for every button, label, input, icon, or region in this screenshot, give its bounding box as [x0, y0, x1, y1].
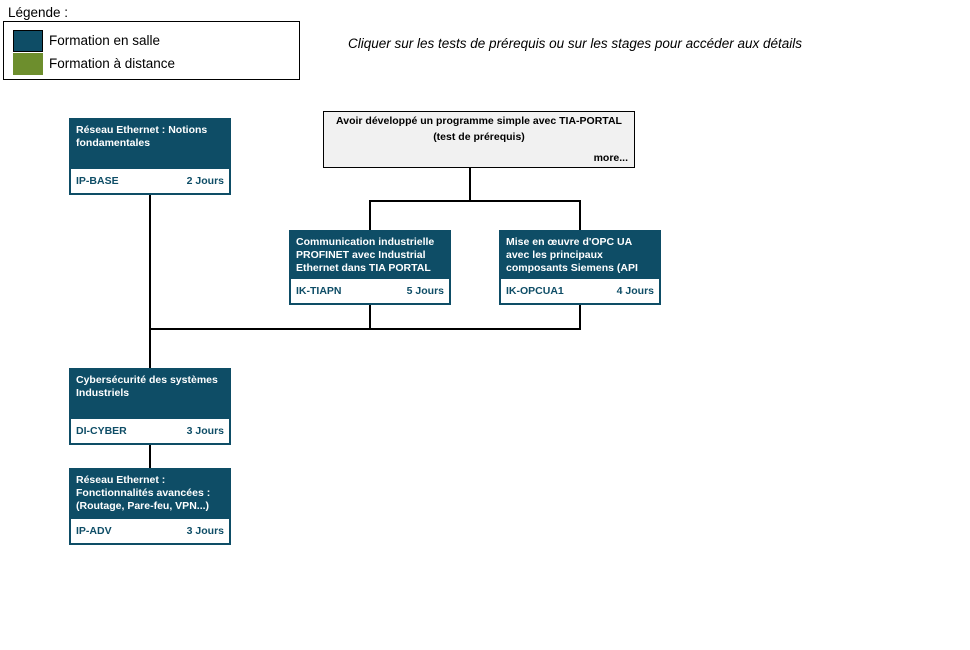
course-box-ip-base[interactable]: Réseau Ethernet : Notions fondamentales …	[69, 118, 231, 195]
course-code: IK-OPCUA1	[506, 285, 564, 297]
course-footer: IK-TIAPN 5 Jours	[291, 279, 449, 303]
legend-item-label: Formation à distance	[49, 56, 176, 71]
connector-line	[369, 305, 371, 330]
course-box-di-cyber[interactable]: Cybersécurité des systèmes Industriels D…	[69, 368, 231, 445]
course-code: IP-ADV	[76, 525, 112, 537]
more-link[interactable]: more...	[593, 152, 628, 164]
course-footer: IP-BASE 2 Jours	[71, 169, 229, 193]
course-title: Communication industrielle PROFINET avec…	[291, 232, 449, 279]
course-title: Cybersécurité des systèmes Industriels	[71, 370, 229, 419]
connector-line	[579, 202, 581, 230]
legend-box: Formation en salle Formation à distance	[3, 21, 300, 80]
course-box-ip-adv[interactable]: Réseau Ethernet : Fonctionnalités avancé…	[69, 468, 231, 545]
classroom-color-swatch	[13, 29, 43, 52]
connector-line	[149, 445, 151, 468]
course-duration: 3 Jours	[186, 425, 224, 437]
connector-line	[369, 200, 581, 202]
course-footer: DI-CYBER 3 Jours	[71, 419, 229, 443]
legend-heading: Légende :	[8, 5, 69, 20]
prerequisite-test-title-line1: Avoir développé un programme simple avec…	[336, 115, 622, 127]
course-box-ik-opcua1[interactable]: Mise en œuvre d'OPC UA avec les principa…	[499, 230, 661, 305]
course-code: DI-CYBER	[76, 425, 127, 437]
connector-line	[149, 328, 581, 330]
legend-item-classroom: Formation en salle	[13, 29, 160, 52]
course-duration: 5 Jours	[406, 285, 444, 297]
connector-line	[469, 168, 471, 201]
course-footer: IP-ADV 3 Jours	[71, 519, 229, 543]
course-duration: 2 Jours	[186, 175, 224, 187]
course-title: Réseau Ethernet : Notions fondamentales	[71, 120, 229, 169]
distance-color-swatch	[13, 52, 43, 75]
course-code: IK-TIAPN	[296, 285, 342, 297]
connector-line	[579, 305, 581, 330]
course-title: Réseau Ethernet : Fonctionnalités avancé…	[71, 470, 229, 519]
connector-line	[369, 202, 371, 230]
legend-item-distance: Formation à distance	[13, 52, 175, 75]
connector-line	[149, 195, 151, 368]
course-title: Mise en œuvre d'OPC UA avec les principa…	[501, 232, 659, 279]
prerequisite-test-box[interactable]: Avoir développé un programme simple avec…	[323, 111, 635, 168]
course-footer: IK-OPCUA1 4 Jours	[501, 279, 659, 303]
course-duration: 3 Jours	[186, 525, 224, 537]
course-box-ik-tiapn[interactable]: Communication industrielle PROFINET avec…	[289, 230, 451, 305]
course-code: IP-BASE	[76, 175, 119, 187]
legend-item-label: Formation en salle	[49, 33, 161, 48]
course-duration: 4 Jours	[616, 285, 654, 297]
instruction-text: Cliquer sur les tests de prérequis ou su…	[348, 36, 802, 51]
prerequisite-test-title-line2: (test de prérequis)	[433, 131, 525, 143]
